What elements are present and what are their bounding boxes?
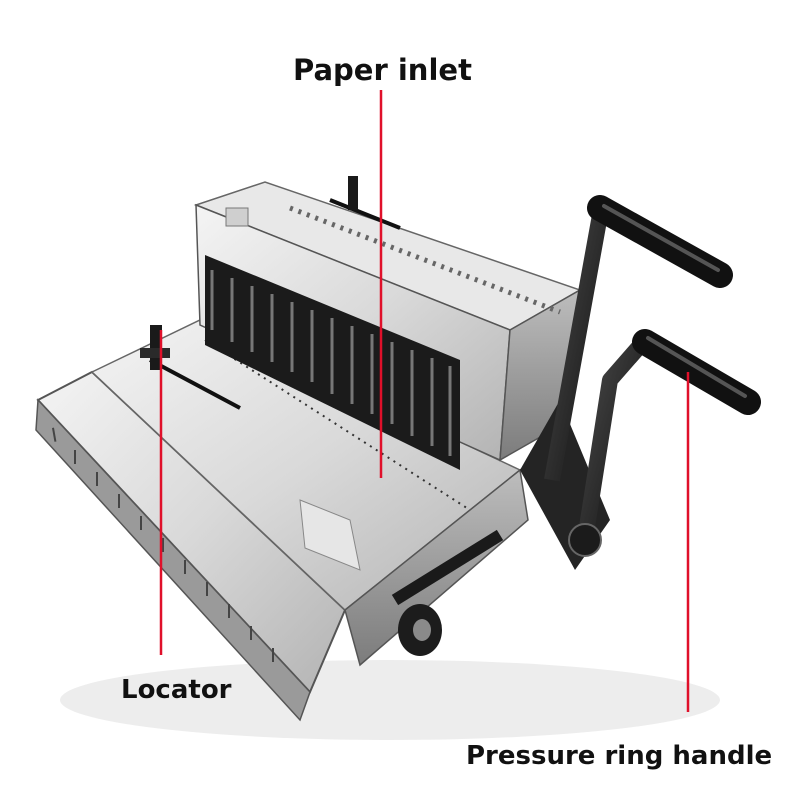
- adjuster-knob: [391, 529, 504, 656]
- pressure-ring-handle-label: Pressure ring handle: [466, 741, 773, 771]
- locator-label: Locator: [121, 675, 232, 705]
- paper-inlet-label: Paper inlet: [293, 53, 472, 87]
- crank-handles: [520, 195, 761, 570]
- locator-slider: [140, 325, 241, 410]
- ground-shadow: [60, 660, 720, 740]
